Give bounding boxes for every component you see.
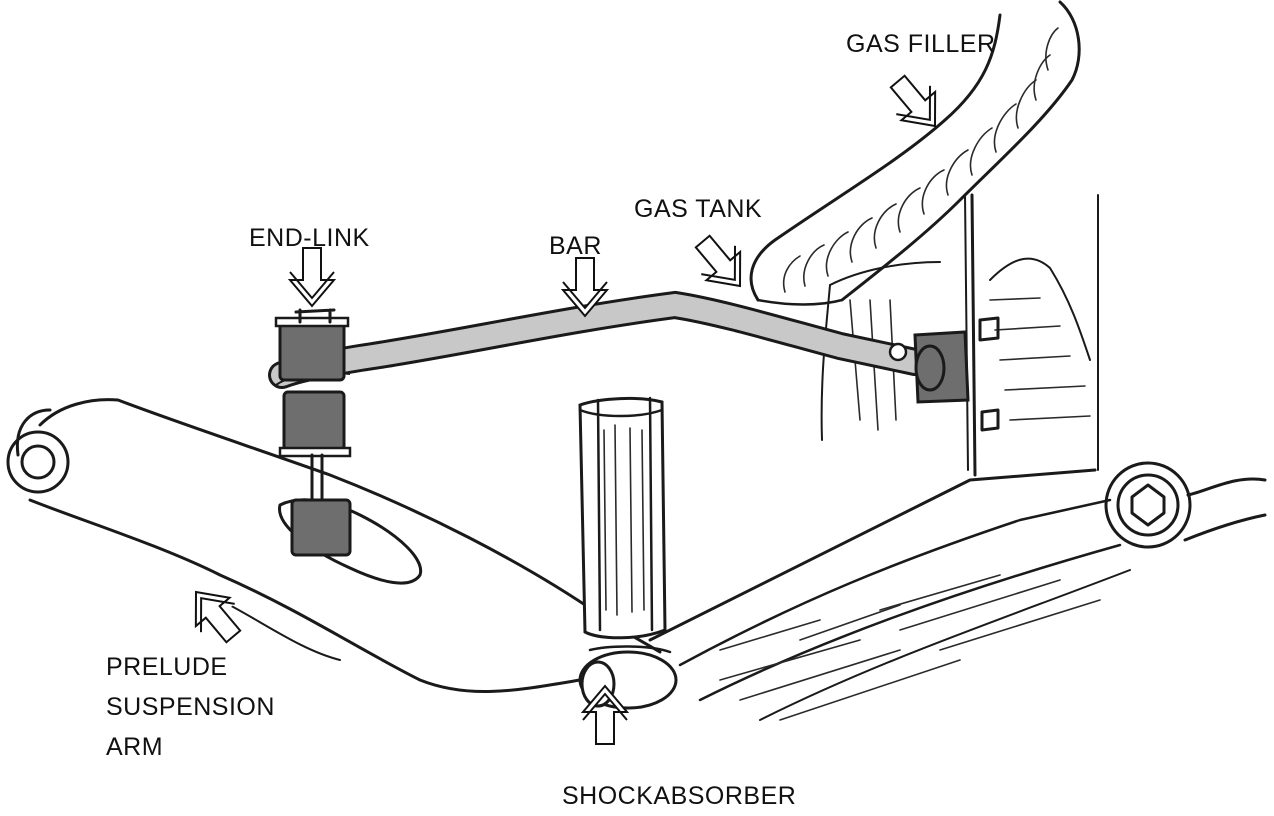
label-gas-tank: GAS TANK: [634, 195, 763, 223]
label-bar: BAR: [549, 232, 602, 260]
crossmember: [648, 461, 1267, 721]
label-arm-line1: PRELUDE: [106, 653, 228, 681]
label-shock-absorber: SHOCKABSORBER: [562, 782, 797, 810]
gas-filler-tube: [749, 0, 1081, 306]
arrow-end-link: [289, 247, 335, 307]
arrow-gas-tank: [684, 226, 758, 302]
label-end-link: END-LINK: [249, 224, 370, 252]
arrow-suspension-arm: [178, 576, 252, 652]
label-gas-filler: GAS FILLER: [846, 30, 996, 58]
frame-bracket: [888, 316, 1000, 432]
label-arm-line3: ARM: [106, 733, 164, 761]
sway-bar: [268, 290, 929, 389]
arrow-gas-filler: [879, 66, 953, 142]
end-link: [274, 308, 352, 557]
label-arm-line2: SUSPENSION: [106, 693, 275, 721]
shock-absorber: [578, 396, 678, 710]
